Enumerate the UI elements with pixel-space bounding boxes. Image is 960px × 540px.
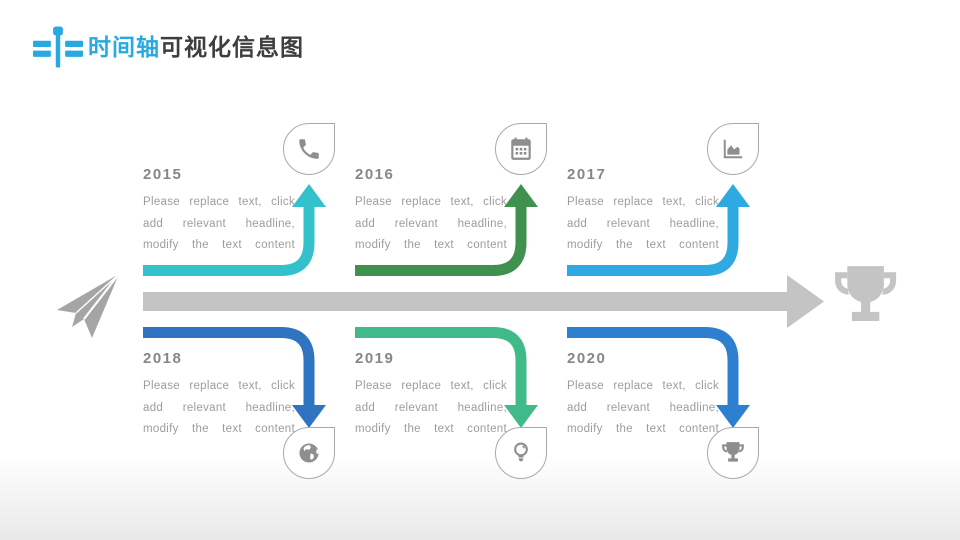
milestone-2016-badge bbox=[495, 123, 547, 175]
year-label-2018: 2018 bbox=[143, 350, 183, 367]
year-label-2019: 2019 bbox=[355, 350, 395, 367]
calendar-icon bbox=[508, 136, 534, 162]
arrow-2020 bbox=[567, 327, 750, 428]
milestone-2020-badge bbox=[707, 427, 759, 479]
placeholder-text-2017: Please replace text, click add relevant … bbox=[567, 196, 719, 251]
placeholder-text-2019: Please replace text, click add relevant … bbox=[355, 380, 507, 435]
placeholder-text-2020: Please replace text, click add relevant … bbox=[567, 380, 719, 435]
trophy-icon bbox=[720, 440, 746, 466]
lightbulb-icon bbox=[508, 440, 534, 466]
arrow-2018 bbox=[143, 327, 326, 428]
title-rest: 可视化信息图 bbox=[160, 34, 304, 60]
placeholder-text-2018: Please replace text, click add relevant … bbox=[143, 380, 295, 435]
timeline-logo-icon bbox=[33, 26, 83, 68]
main-timeline-arrow bbox=[143, 275, 824, 328]
year-label-2016: 2016 bbox=[355, 166, 395, 183]
arrow-2015 bbox=[143, 184, 326, 276]
year-label-2020: 2020 bbox=[567, 350, 607, 367]
phone-icon bbox=[296, 136, 322, 162]
placeholder-text-2015: Please replace text, click add relevant … bbox=[143, 196, 295, 251]
milestone-2017-badge bbox=[707, 123, 759, 175]
year-label-2015: 2015 bbox=[143, 166, 183, 183]
year-label-2017: 2017 bbox=[567, 166, 607, 183]
area-chart-icon bbox=[720, 136, 746, 162]
arrow-2017 bbox=[567, 184, 750, 276]
placeholder-text-2016: Please replace text, click add relevant … bbox=[355, 196, 507, 251]
page-title: 时间轴可视化信息图 bbox=[88, 28, 304, 62]
paper-plane-icon bbox=[57, 273, 120, 338]
milestone-2019-badge bbox=[495, 427, 547, 479]
globe-icon bbox=[296, 440, 322, 466]
arrow-2019 bbox=[355, 327, 538, 428]
title-highlight: 时间轴 bbox=[88, 34, 160, 60]
arrow-2016 bbox=[355, 184, 538, 276]
milestone-2015-badge bbox=[283, 123, 335, 175]
milestone-2018-badge bbox=[283, 427, 335, 479]
trophy-goal-icon bbox=[835, 266, 897, 321]
